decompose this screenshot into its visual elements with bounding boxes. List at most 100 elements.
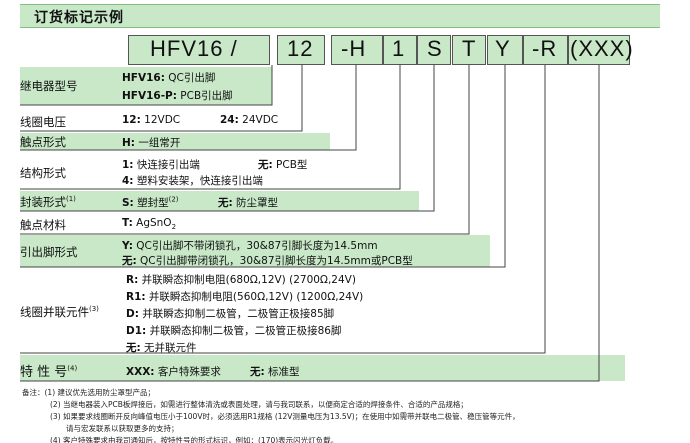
parallel-text-r: 并联瞬态抑制电阻(680Ω,12V) (2700Ω,24V) [138, 274, 356, 286]
code-box-contact [331, 35, 383, 65]
terminal-code-y: Y: [122, 240, 133, 252]
code-box-voltage [277, 35, 325, 65]
special-option-none: 无: 标准型 [250, 364, 300, 379]
code-special: (XXX) [570, 36, 634, 61]
title-bar: 订货标记示例 [20, 4, 660, 28]
voltage-text-12: 12VDC [140, 114, 181, 126]
code-box-special [568, 35, 630, 65]
label-construction: 结构形式 [20, 166, 66, 180]
model-text-pcb: PCB引出脚 [176, 90, 233, 102]
label-contact-material: 触点材料 [20, 218, 66, 232]
enclosure-text-s: 塑封型 [133, 197, 169, 209]
label-special: 特 性 号(4) [20, 361, 77, 380]
special-text-xxx: 客户特殊要求 [154, 366, 221, 378]
parallel-text-none: 无并联元件 [140, 342, 197, 354]
parallel-code-d: D: [126, 308, 139, 320]
construction-text-none: PCB型 [272, 159, 308, 171]
material-code-t: T: [122, 217, 133, 229]
label-terminal-form: 引出脚形式 [20, 245, 78, 259]
note-1: 备注：(1) 建议优先选用防尘罩型产品； [22, 388, 156, 397]
parallel-option-d: D: 并联瞬态抑制二极管，二极管正极接85脚 [126, 306, 334, 321]
construction-option-1: 1: 快连接引出端 [122, 157, 200, 172]
parallel-text-d: 并联瞬态抑制二极管，二极管正极接85脚 [138, 308, 335, 320]
material-sub: 2 [171, 223, 177, 232]
material-text-t: AgSnO [132, 217, 172, 229]
parallel-code-r: R: [126, 274, 139, 286]
enclosure-text-none: 防尘罩型 [232, 197, 279, 209]
parallel-code-d1: D1: [126, 325, 147, 337]
label-coil-parallel: 线圈并联元件(3) [20, 304, 99, 320]
label-enclosure-text: 封装形式 [20, 195, 66, 209]
enclosure-option-none: 无: 防尘罩型 [218, 195, 278, 210]
code-box-construction [383, 35, 417, 65]
code-enclosure: S [427, 36, 443, 61]
note-2: (2) 当继电器装入PCB板焊接后，如需进行整体清洗或表面处理，请与我司联系，以… [50, 400, 468, 409]
model-code-qc: HFV16: [122, 72, 165, 84]
code-box-material [452, 35, 486, 65]
parallel-text-d1: 并联瞬态抑制二极管，二极管正极接86脚 [146, 325, 342, 337]
voltage-text-24: 24VDC [238, 114, 279, 126]
notes: 备注：(1) 建议优先选用防尘罩型产品； (2) 当继电器装入PCB板焊接后，如… [0, 384, 690, 443]
parallel-text-r1: 并联瞬态抑制电阻(560Ω,12V) (1200Ω,24V) [145, 291, 364, 303]
terminal-text-y: QC引出脚不带闭锁孔，30&87引脚长度为14.5mm [132, 240, 378, 252]
model-code-pcb: HFV16-P: [122, 90, 177, 102]
code-parallel: -R [532, 36, 558, 61]
terminal-option-y: Y: QC引出脚不带闭锁孔，30&87引脚长度为14.5mm [122, 238, 378, 253]
special-code-xxx: XXX: [126, 366, 155, 378]
terminal-option-none: 无: QC引出脚带闭锁孔，30&87引脚长度为14.5mm或PCB型 [122, 253, 413, 268]
contact-text-h: 一组常开 [135, 137, 181, 149]
enclosure-sup-s: (2) [168, 195, 179, 204]
code-box-enclosure [417, 35, 451, 65]
code-construction: 1 [392, 36, 406, 61]
note-3: (3) 如果要求线圈断开反向峰值电压小于100V时，必须选用R1规格 (12V测… [50, 412, 520, 421]
terminal-code-none: 无: [122, 255, 137, 267]
voltage-option-12: 12: 12VDC [122, 114, 180, 126]
label-enclosure: 封装形式(1) [20, 194, 76, 210]
voltage-option-24: 24: 24VDC [220, 114, 278, 126]
special-option-xxx: XXX: 客户特殊要求 [126, 364, 221, 379]
contact-option-h: H: 一组常开 [122, 135, 180, 150]
code-model: HFV16 / [150, 36, 238, 61]
note-4: (4) 客户特殊要求由我司通知后，按特性号的形式标识，例如：(170)表示闪光灯… [50, 436, 339, 443]
model-option-pcb: HFV16-P: PCB引出脚 [122, 88, 233, 103]
code-terminal: Y [495, 36, 511, 61]
special-code-none: 无: [250, 366, 265, 378]
label-contact-form: 触点形式 [20, 135, 66, 149]
code-material: T [462, 36, 477, 61]
code-contact: -H [341, 36, 367, 61]
page-title: 订货标记示例 [34, 10, 124, 26]
parallel-code-none: 无: [126, 342, 141, 354]
model-text-qc: QC引出脚 [164, 72, 216, 84]
enclosure-code-none: 无: [218, 197, 233, 209]
enclosure-code-s: S: [122, 197, 134, 209]
code-box-parallel [523, 35, 568, 65]
label-relay-model: 继电器型号 [20, 79, 78, 93]
construction-text-1: 快连接引出端 [133, 159, 200, 171]
enclosure-option-s: S: 塑封型(2) [122, 195, 179, 210]
label-coil-voltage: 线圈电压 [20, 115, 66, 129]
material-option-t: T: AgSnO2 [122, 217, 176, 231]
construction-code-none: 无: [258, 159, 273, 171]
parallel-option-d1: D1: 并联瞬态抑制二极管，二极管正极接86脚 [126, 323, 341, 338]
construction-option-none: 无: PCB型 [258, 157, 307, 172]
parallel-code-r1: R1: [126, 291, 146, 303]
voltage-code-24: 24: [220, 114, 239, 126]
construction-code-4: 4: [122, 175, 134, 187]
construction-text-4: 塑料安装架，快连接引出端 [133, 175, 263, 187]
label-enclosure-sup: (1) [66, 195, 76, 204]
construction-option-4: 4: 塑料安装架，快连接引出端 [122, 173, 263, 188]
parallel-option-none: 无: 无并联元件 [126, 340, 197, 355]
terminal-text-none: QC引出脚带闭锁孔，30&87引脚长度为14.5mm或PCB型 [136, 255, 413, 267]
code-box-terminal [487, 35, 523, 65]
note-3-cont: 请与宏发联系以获取更多的支持； [66, 424, 179, 433]
label-coil-parallel-sup: (3) [89, 305, 99, 314]
label-special-sup: (4) [67, 364, 78, 373]
contact-code-h: H: [122, 137, 135, 149]
label-coil-parallel-text: 线圈并联元件 [20, 305, 89, 319]
code-box-model [128, 35, 270, 65]
construction-code-1: 1: [122, 159, 134, 171]
row-bg-special [20, 355, 625, 381]
parallel-option-r1: R1: 并联瞬态抑制电阻(560Ω,12V) (1200Ω,24V) [126, 289, 363, 304]
voltage-code-12: 12: [122, 114, 141, 126]
